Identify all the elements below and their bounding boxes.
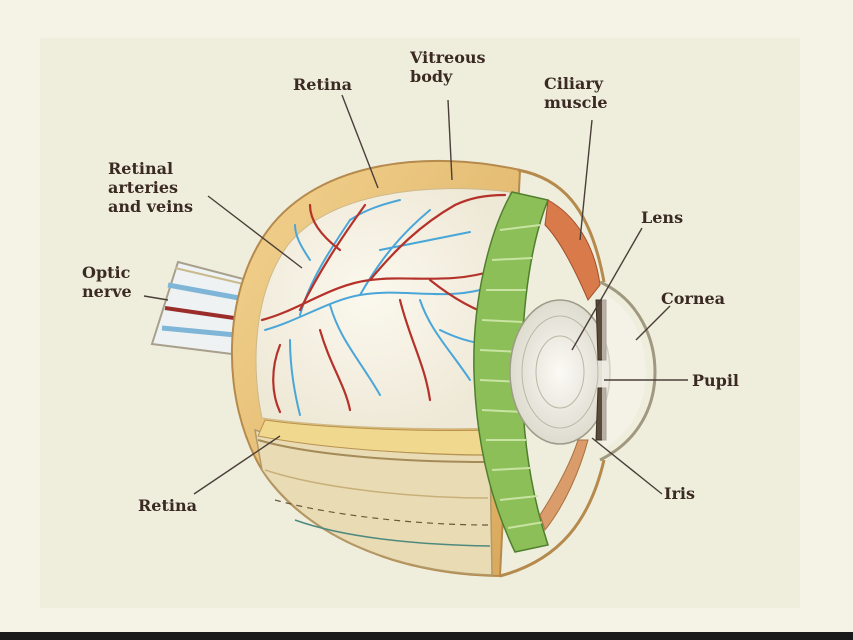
leader-lines: [143, 94, 688, 495]
label-vitreous-body: Vitreous body: [410, 48, 486, 86]
label-retina-bottom: Retina: [138, 496, 197, 515]
label-retina-top: Retina: [293, 75, 352, 94]
label-ciliary-line-1: Ciliary: [544, 74, 604, 93]
label-retinal-vessels-line-3: and veins: [108, 197, 193, 216]
vitreous-body-region: [255, 188, 511, 430]
retinal-veins: [264, 199, 501, 416]
ciliary-muscle: [544, 199, 601, 301]
label-vitreous-line-1: Vitreous: [410, 48, 486, 67]
label-ciliary-muscle: Ciliary muscle: [544, 74, 608, 112]
cornea: [599, 280, 657, 462]
label-retinal-vessels-line-1: Retinal: [108, 159, 174, 178]
scleral-rim: [499, 168, 606, 578]
label-iris: Iris: [664, 484, 695, 503]
lower-wall-layers: [254, 419, 501, 576]
label-optic-nerve: Optic nerve: [82, 263, 132, 301]
label-optic-line-1: Optic: [82, 263, 131, 282]
label-pupil: Pupil: [692, 371, 740, 390]
bottom-border: [0, 632, 853, 640]
label-retinal-vessels: Retinal arteries and veins: [108, 159, 193, 216]
ciliary-muscle-lower: [539, 439, 589, 532]
label-cornea: Cornea: [661, 289, 726, 308]
label-lens: Lens: [641, 208, 684, 227]
label-ciliary-line-2: muscle: [544, 93, 608, 112]
lens: [509, 299, 611, 445]
label-retinal-vessels-line-2: arteries: [108, 178, 179, 197]
label-vitreous-line-2: body: [410, 67, 453, 86]
label-optic-line-2: nerve: [82, 282, 132, 301]
